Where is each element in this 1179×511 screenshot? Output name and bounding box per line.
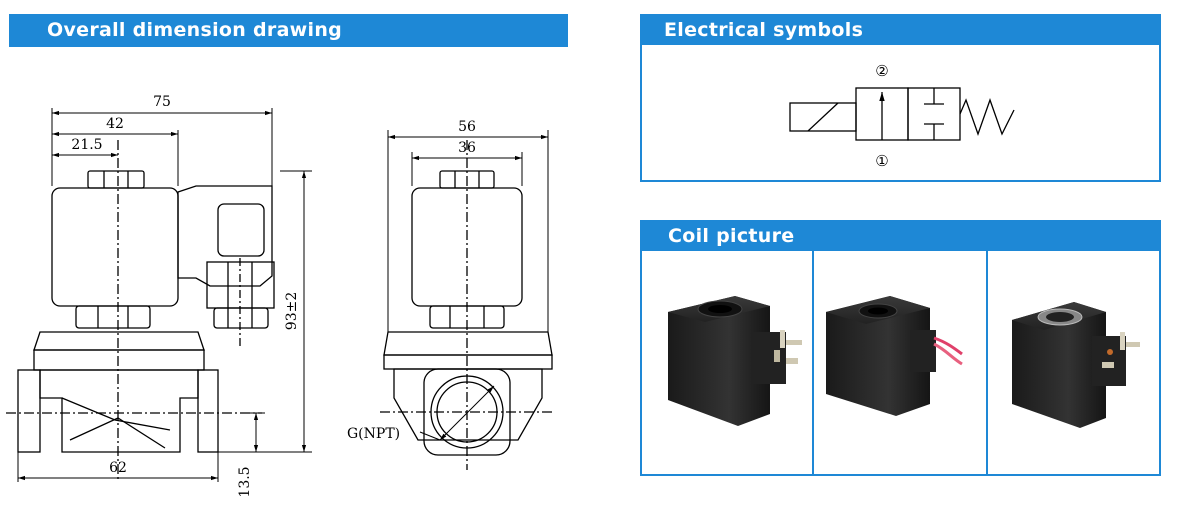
dim-42-label: 42 [106, 116, 124, 132]
dimension-header-title: Overall dimension drawing [47, 19, 343, 41]
connector-housing [177, 185, 273, 287]
dim-13-5-label: 13.5 [237, 466, 253, 497]
coil-housing [51, 187, 179, 307]
coil-photo-2 [826, 296, 963, 416]
dim-21-5-label: 21.5 [71, 137, 102, 153]
dim-75-label: 75 [153, 94, 171, 110]
coil-photo-3 [1012, 302, 1140, 428]
front-view-drawing [380, 130, 554, 470]
top-nut [87, 170, 145, 189]
electrical-header: Electrical symbols [640, 14, 1161, 47]
port-2-label: ② [875, 62, 888, 80]
dim-93-label: 93±2 [284, 292, 300, 330]
thread-label: G(NPT) [347, 426, 400, 442]
electrical-symbol-panel [640, 45, 1161, 182]
side-view-drawing [6, 108, 312, 482]
port-1-label: ① [875, 152, 888, 170]
valve-symbol [789, 87, 1015, 141]
electrical-header-title: Electrical symbols [664, 19, 864, 41]
dim-56-label: 56 [458, 119, 476, 135]
coil-photo-1 [668, 296, 802, 426]
dimension-header: Overall dimension drawing [9, 14, 568, 47]
coil-header-title: Coil picture [668, 225, 795, 247]
return-spring [959, 98, 1015, 136]
coil-panel-divider [812, 251, 814, 476]
dim-62-label: 62 [109, 460, 127, 476]
dim-36-label: 36 [458, 140, 476, 156]
coil-panel-divider [986, 251, 988, 476]
coil-header: Coil picture [640, 220, 1161, 253]
